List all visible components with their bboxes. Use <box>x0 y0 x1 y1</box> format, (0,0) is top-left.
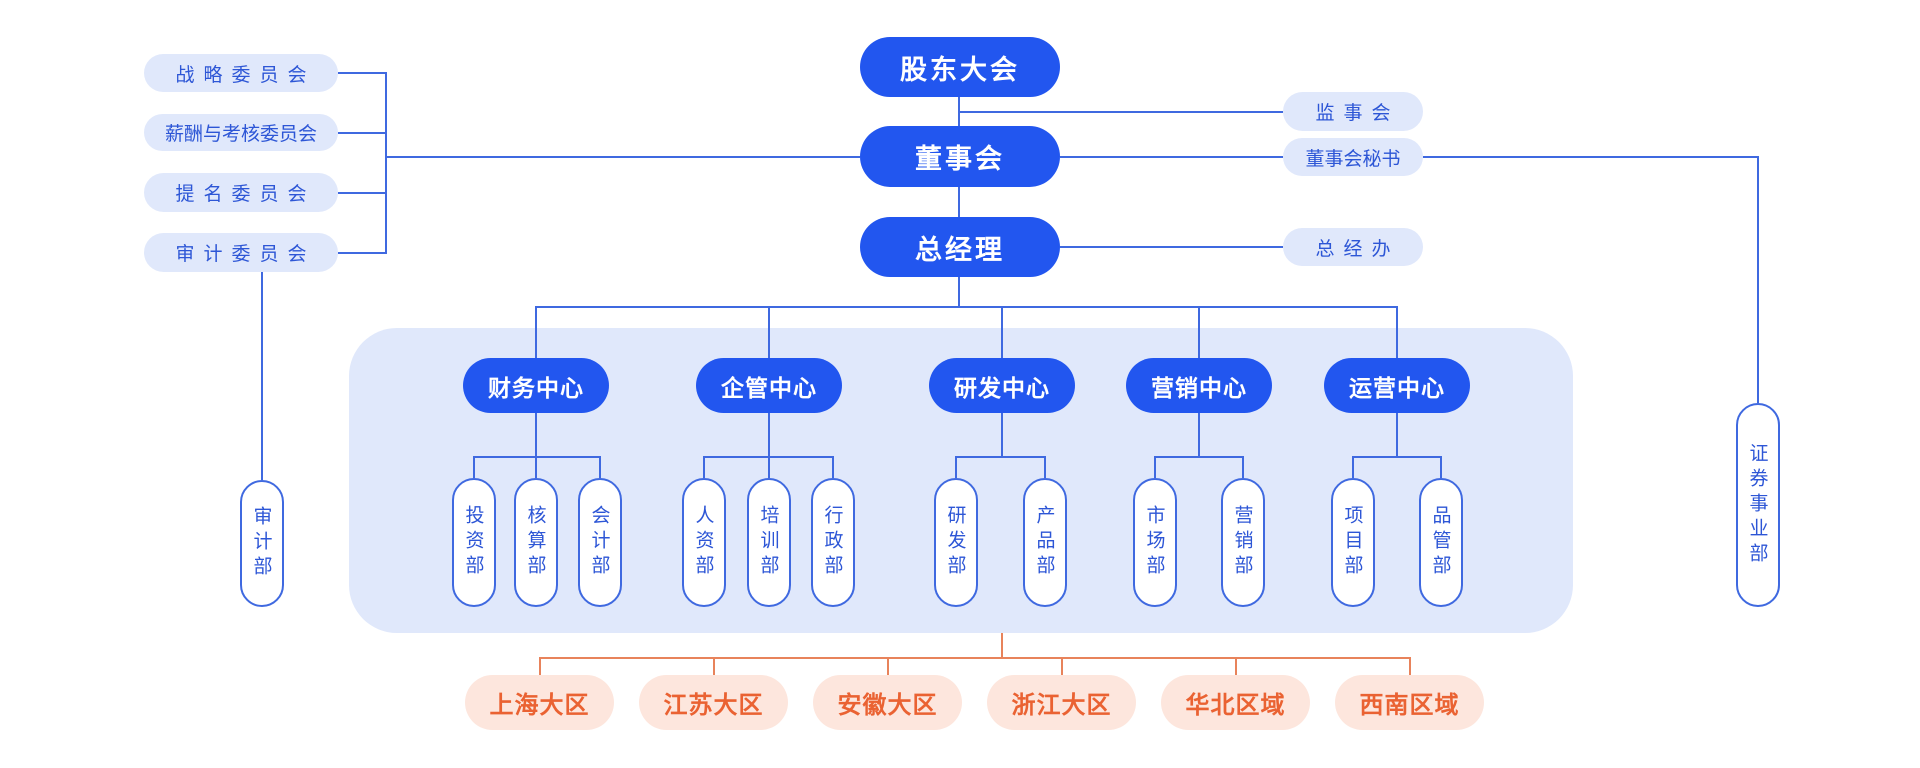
connector-line <box>473 456 601 458</box>
connector-line <box>338 132 386 134</box>
node-board-secretary[interactable]: 董事会秘书 <box>1283 138 1423 176</box>
node-dept[interactable]: 核算部 <box>514 478 558 607</box>
node-audit-committee[interactable]: 审计委员会 <box>144 233 338 272</box>
connector-line <box>1396 413 1398 458</box>
connector-line <box>832 456 834 478</box>
node-region-jiangsu[interactable]: 江苏大区 <box>639 675 788 730</box>
connector-line <box>768 413 770 478</box>
connector-line <box>338 72 386 74</box>
connector-line <box>955 456 1046 458</box>
region-connector-line <box>1409 657 1411 675</box>
region-connector-line <box>1001 633 1003 659</box>
node-audit-dept[interactable]: 审计部 <box>240 480 284 607</box>
node-management-center[interactable]: 企管中心 <box>696 358 842 413</box>
node-shareholders-meeting[interactable]: 股东大会 <box>860 37 1060 97</box>
region-connector-line <box>539 657 1411 659</box>
node-finance-center[interactable]: 财务中心 <box>463 358 609 413</box>
node-dept[interactable]: 品管部 <box>1419 478 1463 607</box>
connector-line <box>1154 456 1156 478</box>
node-dept[interactable]: 营销部 <box>1221 478 1265 607</box>
node-board[interactable]: 董事会 <box>860 126 1060 187</box>
node-gm-office[interactable]: 总经办 <box>1283 228 1423 266</box>
connector-line <box>1352 456 1354 478</box>
node-region-southwest[interactable]: 西南区域 <box>1335 675 1484 730</box>
node-securities-dept[interactable]: 证券事业部 <box>1736 403 1780 607</box>
connector-line <box>703 456 705 478</box>
region-connector-line <box>713 657 715 675</box>
node-dept[interactable]: 产品部 <box>1023 478 1067 607</box>
connector-line <box>1242 456 1244 478</box>
connector-line <box>703 456 834 458</box>
node-nomination-committee[interactable]: 提名委员会 <box>144 173 338 212</box>
connector-line <box>1154 456 1244 458</box>
node-general-manager[interactable]: 总经理 <box>860 217 1060 277</box>
connector-line <box>1440 456 1442 478</box>
connector-line <box>261 272 263 480</box>
connector-line <box>1757 156 1759 403</box>
connector-line <box>1423 156 1759 158</box>
connector-line <box>768 306 770 358</box>
connector-line <box>955 456 957 478</box>
connector-line <box>1198 413 1200 458</box>
node-dept[interactable]: 研发部 <box>934 478 978 607</box>
connector-line <box>599 456 601 478</box>
node-dept[interactable]: 人资部 <box>682 478 726 607</box>
connector-line <box>1060 156 1283 158</box>
node-dept[interactable]: 培训部 <box>747 478 791 607</box>
node-strategy-committee[interactable]: 战略委员会 <box>144 54 338 92</box>
connector-line <box>1060 246 1283 248</box>
connector-line <box>1198 306 1200 358</box>
node-compensation-committee[interactable]: 薪酬与考核委员会 <box>144 114 338 151</box>
node-dept[interactable]: 市场部 <box>1133 478 1177 607</box>
node-dept[interactable]: 行政部 <box>811 478 855 607</box>
node-region-zhejiang[interactable]: 浙江大区 <box>987 675 1136 730</box>
node-marketing-center[interactable]: 营销中心 <box>1126 358 1272 413</box>
node-rd-center[interactable]: 研发中心 <box>929 358 1075 413</box>
region-connector-line <box>539 657 541 675</box>
connector-line <box>473 456 475 478</box>
connector-line <box>1352 456 1442 458</box>
node-operations-center[interactable]: 运营中心 <box>1324 358 1470 413</box>
region-connector-line <box>1061 657 1063 675</box>
connector-line <box>958 111 1283 113</box>
connector-line <box>1001 306 1003 358</box>
connector-line <box>535 413 537 478</box>
connector-line <box>385 72 387 254</box>
connector-line <box>1044 456 1046 478</box>
node-region-shanghai[interactable]: 上海大区 <box>465 675 614 730</box>
node-supervisors[interactable]: 监事会 <box>1283 92 1423 131</box>
connector-line <box>338 192 386 194</box>
region-connector-line <box>1235 657 1237 675</box>
node-dept[interactable]: 会计部 <box>578 478 622 607</box>
connector-line <box>535 306 537 358</box>
connector-line <box>535 306 1398 308</box>
connector-line <box>338 252 386 254</box>
node-region-anhui[interactable]: 安徽大区 <box>813 675 962 730</box>
connector-line <box>1396 306 1398 358</box>
node-dept[interactable]: 项目部 <box>1331 478 1375 607</box>
node-region-north-china[interactable]: 华北区域 <box>1161 675 1310 730</box>
region-connector-line <box>887 657 889 675</box>
node-dept[interactable]: 投资部 <box>452 478 496 607</box>
connector-line <box>958 277 960 307</box>
connector-line <box>1001 413 1003 458</box>
connector-line <box>386 156 860 158</box>
